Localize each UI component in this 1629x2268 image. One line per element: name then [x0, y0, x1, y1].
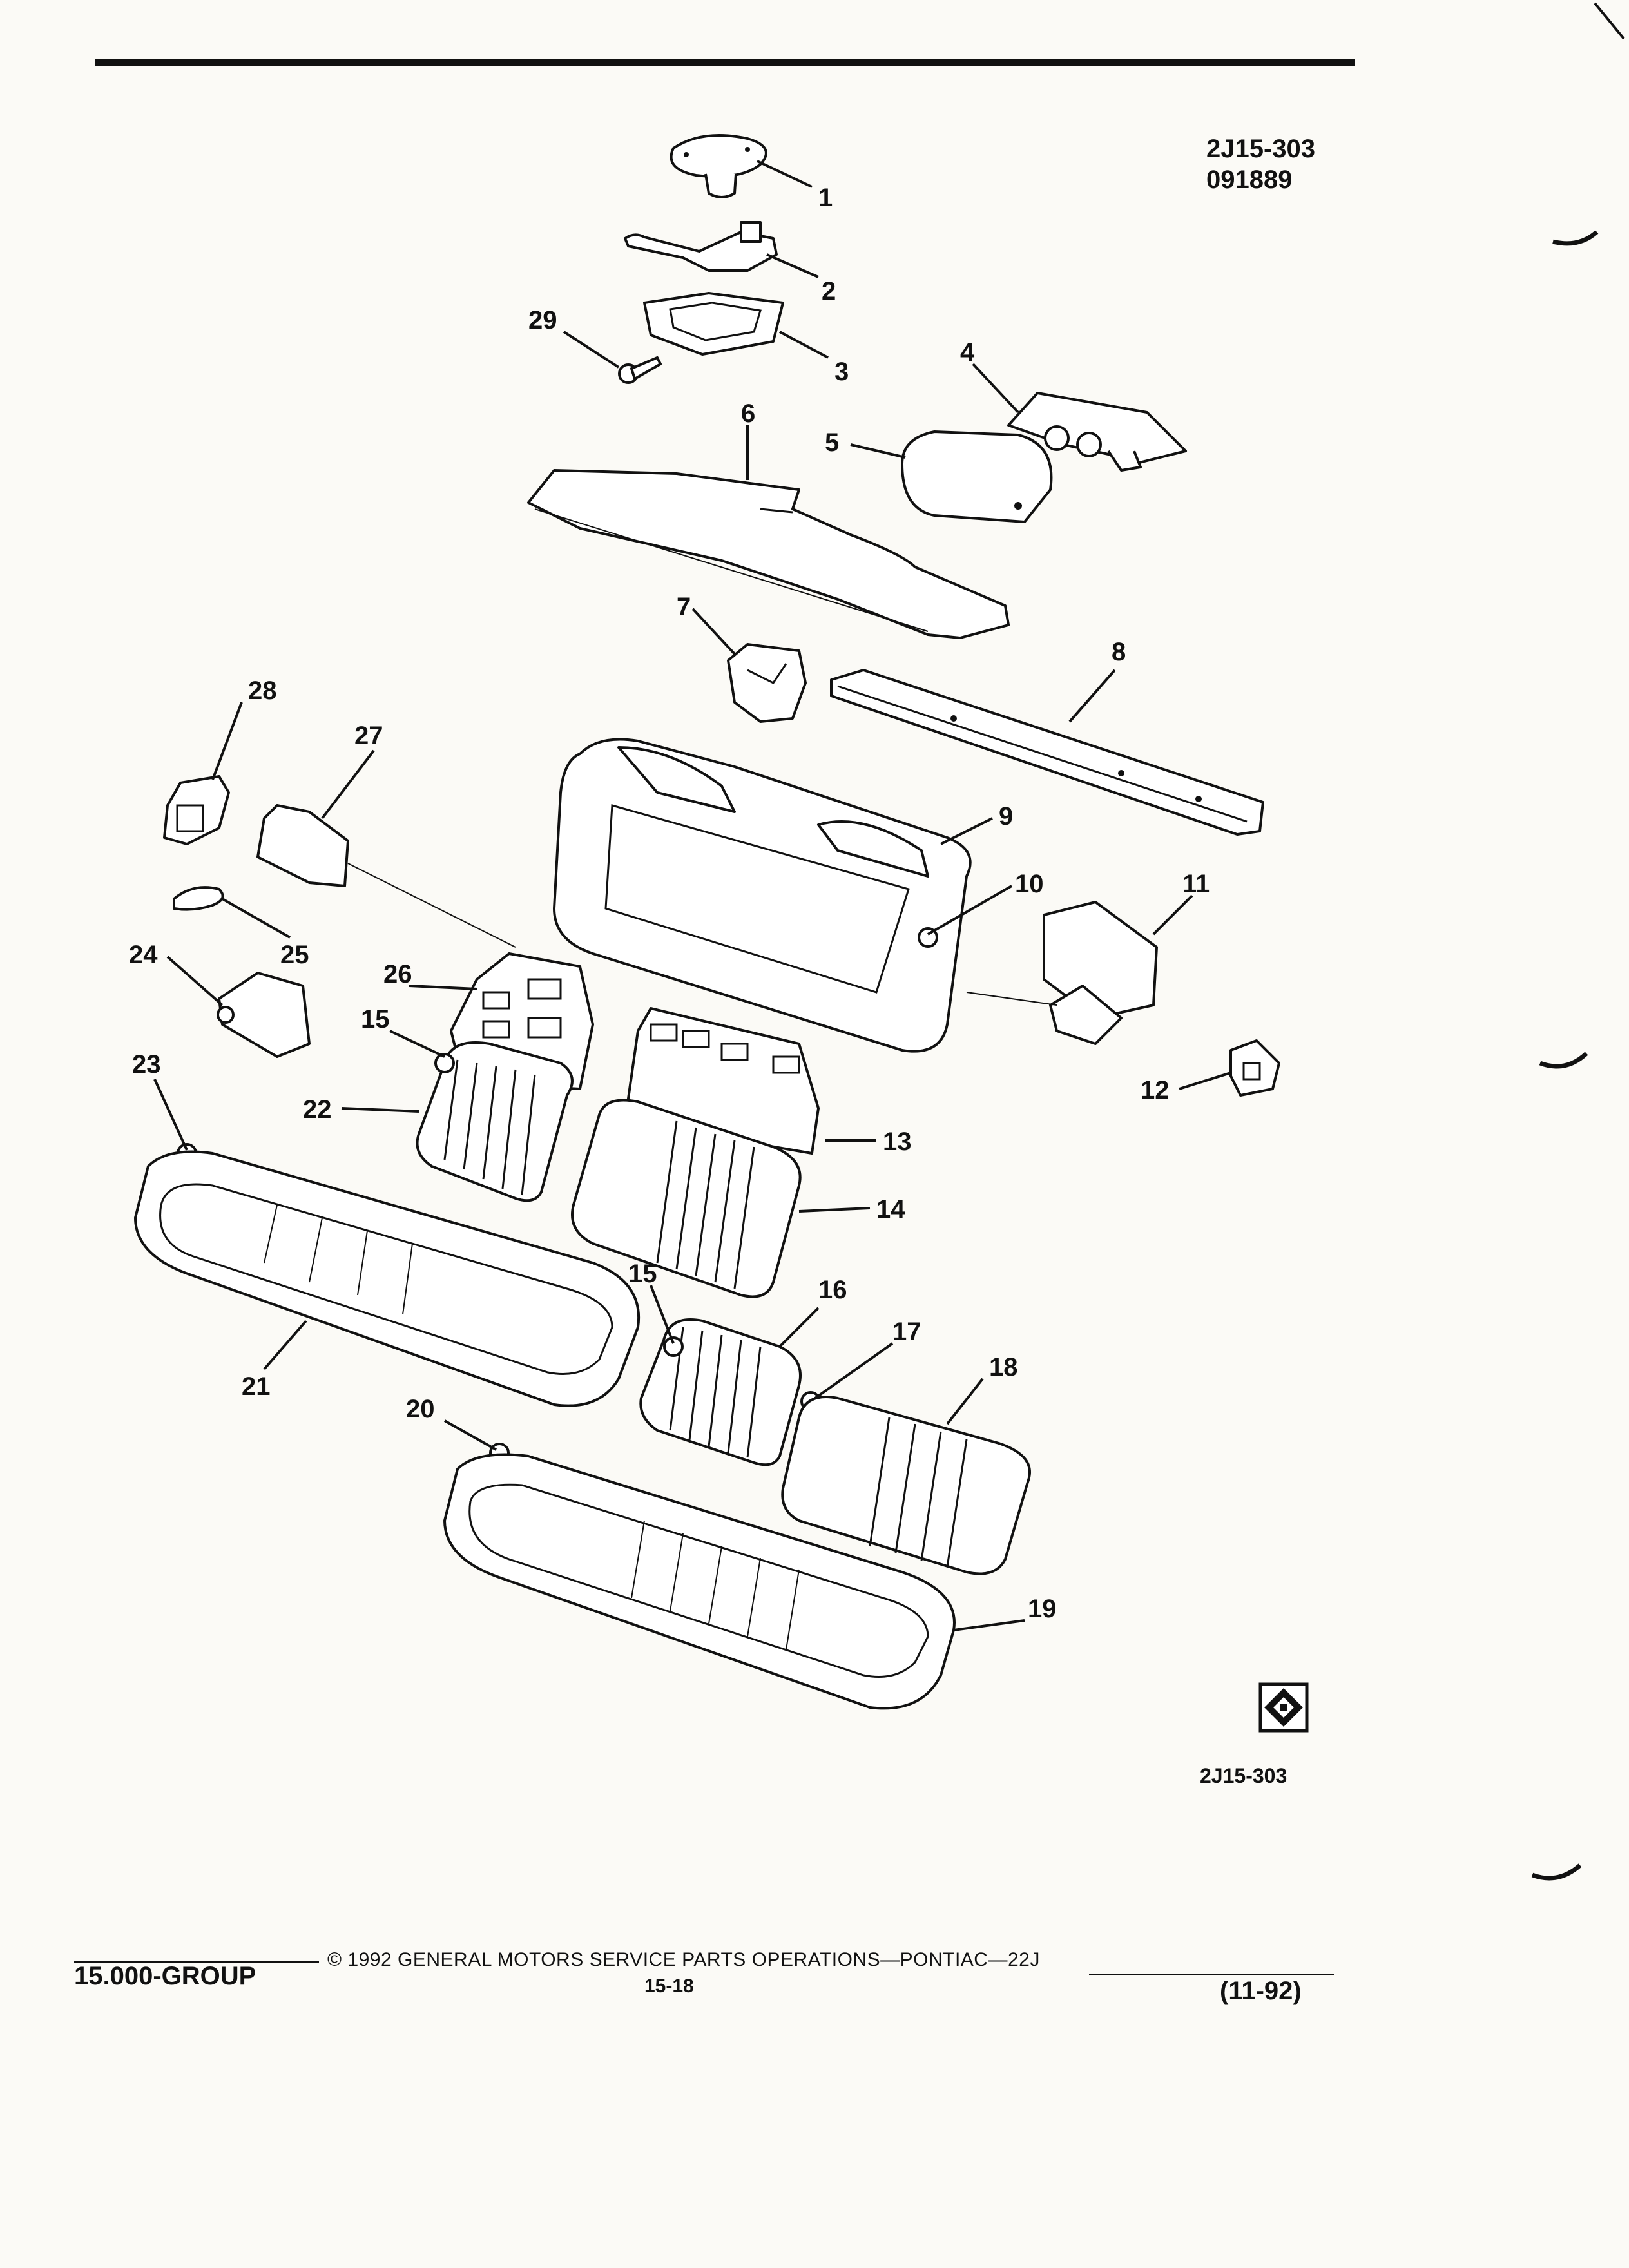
part-22-back-cushion: [416, 1041, 574, 1202]
footer-date: (11-92): [1220, 1977, 1302, 2005]
callout-numbers: 1 2 3 4 5 6 7 8 9 10 11 12 13 14 15 15 1…: [129, 184, 1210, 1623]
callout-23: 23: [132, 1050, 161, 1079]
footer-page-number: 15-18: [644, 1975, 694, 1997]
callout-17: 17: [892, 1318, 921, 1346]
part-28-latch: [163, 775, 230, 845]
footer-group: 15.000-GROUP: [74, 1962, 256, 1990]
callout-5: 5: [825, 428, 839, 457]
callout-15-lower: 15: [628, 1260, 657, 1288]
gm-diamond-logo: [1258, 1682, 1309, 1733]
drawing-date-code: 091889: [1206, 166, 1293, 194]
part-6-package-shelf: [527, 469, 1010, 639]
part-2-bracket: [624, 221, 778, 272]
footer-rule-right: [1089, 1974, 1334, 1975]
part-4-latch: [1007, 392, 1187, 472]
margin-marks: [1531, 2, 1625, 1881]
part-14-back-cushion: [571, 1099, 802, 1298]
callout-7: 7: [677, 593, 691, 621]
callout-28: 28: [248, 677, 277, 705]
part-15-clip-a: [434, 1053, 455, 1073]
callout-27: 27: [354, 722, 383, 750]
part-21-seat-cushion: [134, 1150, 641, 1407]
callout-21: 21: [242, 1372, 271, 1401]
callout-29: 29: [528, 306, 557, 334]
callout-4: 4: [960, 338, 975, 367]
top-rule: [95, 59, 1355, 66]
part-27-hinge: [256, 804, 516, 948]
part-24-bracket: [217, 972, 311, 1058]
callout-15-upper: 15: [361, 1005, 390, 1033]
footer-copyright: © 1992 GENERAL MOTORS SERVICE PARTS OPER…: [327, 1949, 1040, 1970]
part-16-back-cushion: [639, 1318, 802, 1466]
footer-rule-left: [74, 1961, 319, 1963]
callout-2: 2: [822, 277, 836, 305]
callout-1: 1: [818, 184, 833, 212]
callout-6: 6: [741, 399, 755, 428]
part-5-armrest: [901, 430, 1053, 523]
part-9-seatback-frame: [553, 738, 972, 1053]
callout-8: 8: [1112, 638, 1126, 666]
part-25-strap: [173, 886, 224, 911]
callout-20: 20: [406, 1395, 435, 1423]
part-7-hinge: [727, 643, 807, 723]
callout-12: 12: [1141, 1076, 1170, 1104]
callout-18: 18: [989, 1353, 1018, 1381]
part-18-back-cushion: [781, 1396, 1031, 1575]
figure-code: 2J15-303: [1200, 1764, 1287, 1787]
callout-14: 14: [876, 1195, 905, 1224]
part-1-cap: [670, 134, 767, 198]
part-8-rail: [830, 669, 1264, 836]
leader-lines: [153, 160, 1231, 1631]
part-3-tray: [643, 292, 784, 356]
callout-11: 11: [1182, 870, 1210, 898]
callout-26: 26: [383, 960, 412, 988]
drawing-code: 2J15-303: [1206, 135, 1316, 163]
callout-10: 10: [1015, 870, 1044, 898]
callout-25: 25: [280, 941, 309, 969]
callout-19: 19: [1028, 1595, 1057, 1623]
callout-24: 24: [129, 941, 158, 969]
part-11-hinge-plate: [966, 901, 1158, 1045]
callout-22: 22: [303, 1095, 332, 1124]
callout-3: 3: [834, 358, 849, 386]
callout-16: 16: [818, 1276, 847, 1304]
part-12-clip: [1229, 1039, 1280, 1097]
callout-13: 13: [883, 1128, 912, 1156]
part-15-clip-b: [663, 1336, 684, 1357]
part-29-screw: [618, 356, 662, 384]
part-19-seat-cushion: [443, 1453, 956, 1710]
callout-9: 9: [999, 802, 1013, 831]
